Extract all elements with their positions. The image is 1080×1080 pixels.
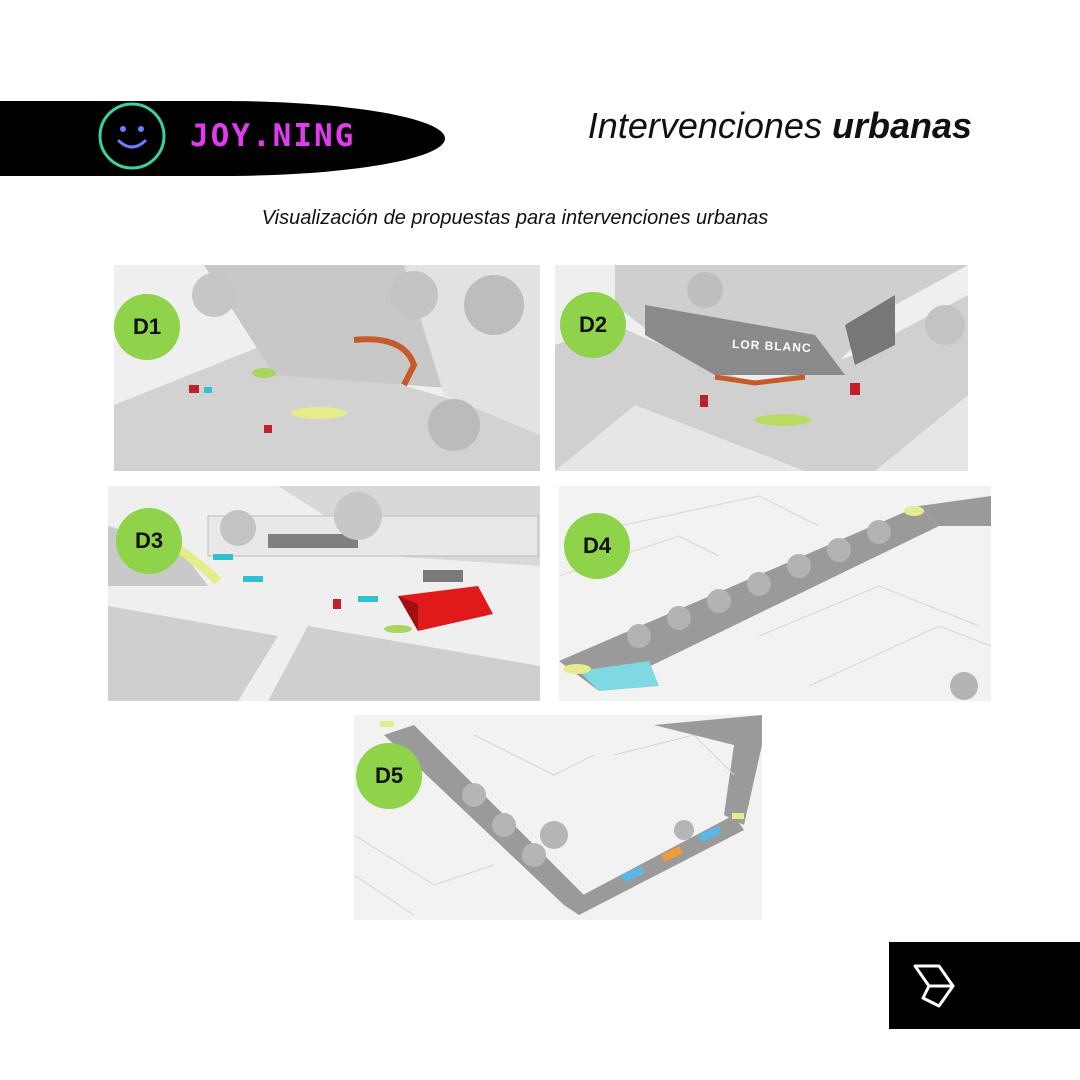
panel-d4-badge: D4	[564, 513, 630, 579]
page-subtitle: Visualización de propuestas para interve…	[261, 207, 769, 229]
smiley-logo-icon	[97, 101, 167, 171]
corner-logo-box	[889, 942, 1080, 1029]
panel-d1: D1	[114, 265, 540, 471]
panel-d2-badge: D2	[560, 292, 626, 358]
panel-d3: D3	[108, 486, 540, 701]
panel-d2-illustration	[555, 265, 968, 471]
brand-name: JOY.NING	[190, 118, 356, 154]
header-banner	[0, 101, 445, 176]
panel-d1-illustration	[114, 265, 540, 471]
panel-d3-badge: D3	[116, 508, 182, 574]
panel-d5: D5	[354, 715, 762, 920]
panel-d5-illustration	[354, 715, 762, 920]
page-title: Intervenciones urbanas	[587, 105, 972, 146]
panel-d4: D4	[559, 486, 991, 701]
panel-d1-badge: D1	[114, 294, 180, 360]
corner-logo-icon	[913, 964, 955, 1008]
panel-d2: LOR BLANC D2	[555, 265, 968, 471]
panel-d3-illustration	[108, 486, 540, 701]
panel-d5-badge: D5	[356, 743, 422, 809]
panel-d4-illustration	[559, 486, 991, 701]
